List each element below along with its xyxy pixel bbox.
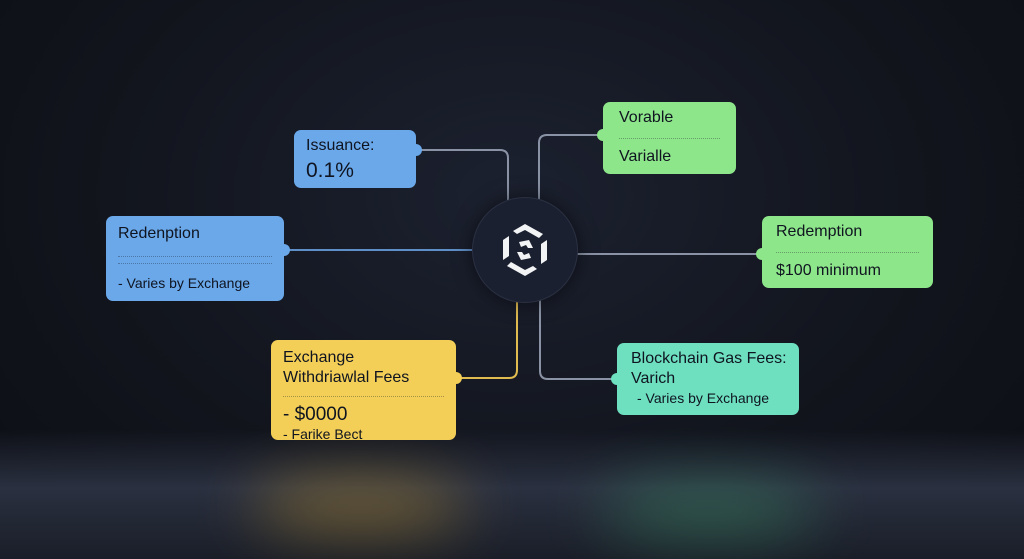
divider (619, 138, 720, 139)
vorable-title: Vorable (619, 109, 674, 126)
blockchain-connector-dot (611, 373, 623, 385)
exchange-connector-dot (450, 372, 462, 384)
yellow-glow (250, 480, 470, 530)
green-glow (600, 485, 820, 535)
connector-blockchain (539, 300, 617, 380)
vorable-card[interactable]: Vorable Varialle (597, 102, 736, 174)
connector-issuance (416, 149, 509, 200)
issuance-card[interactable]: Issuance: 0.1% (294, 130, 422, 188)
blockchain-card[interactable]: Blockchain Gas Fees: Varich - Varies by … (611, 343, 799, 415)
redemption-left-detail: - Varies by Exchange (118, 275, 251, 291)
exchange-title: Exchange Withdriawlal Fees (283, 349, 410, 386)
divider (283, 396, 444, 397)
exchange-value: - $0000 (283, 404, 348, 425)
hexagon-logo-icon (503, 224, 547, 276)
central-hub[interactable] (473, 198, 577, 302)
blockchain-detail: - Varies by Exchange (637, 390, 770, 406)
issuance-connector-dot (410, 144, 422, 156)
redemption-left-connector-dot (278, 244, 290, 256)
divider (776, 252, 919, 253)
issuance-value: 0.1% (306, 159, 354, 182)
blockchain-title: Blockchain Gas Fees: Varich (631, 350, 787, 387)
redemption-right-connector-dot (756, 248, 768, 260)
connector-vorable (538, 134, 603, 200)
redemption-left-title: Redenption (118, 225, 200, 242)
issuance-title: Issuance: (306, 137, 375, 154)
redemption-right-value: $100 minimum (776, 262, 881, 279)
divider (118, 256, 272, 257)
floor-reflection (0, 430, 1024, 559)
exchange-detail: - Farike Bect (283, 426, 363, 442)
divider (118, 263, 272, 264)
redemption-right-card[interactable]: Redemption $100 minimum (756, 216, 933, 288)
vorable-value: Varialle (619, 148, 672, 165)
redemption-right-title: Redemption (776, 223, 863, 240)
redemption-left-card[interactable]: Redenption - Varies by Exchange (106, 216, 290, 301)
vorable-connector-dot (597, 129, 609, 141)
exchange-card[interactable]: Exchange Withdriawlal Fees - $0000 - Far… (271, 340, 462, 442)
connector-exchange (456, 302, 518, 379)
